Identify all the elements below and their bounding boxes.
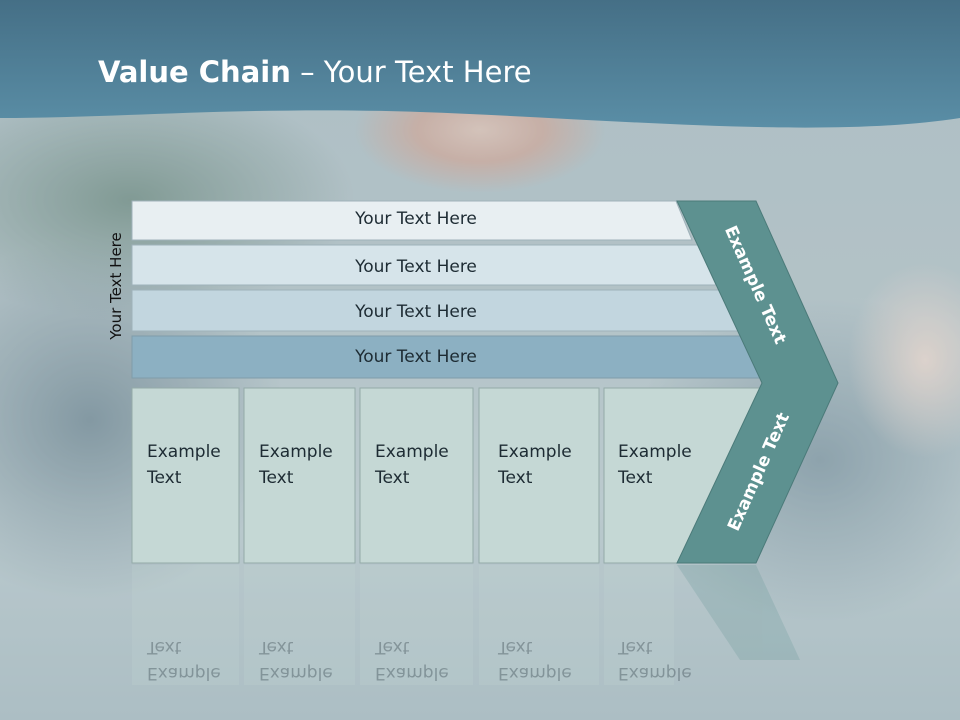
row-bar-1 bbox=[131, 200, 693, 241]
cell-label-3: Example Text bbox=[375, 442, 449, 488]
cell-label-5: Example Text bbox=[618, 442, 692, 488]
row-label-1: Your Text Here bbox=[355, 209, 477, 229]
reflection-group bbox=[132, 565, 800, 685]
header-band bbox=[0, 0, 960, 128]
chevron-arrow bbox=[676, 200, 839, 564]
title-bold: Value Chain bbox=[98, 55, 291, 89]
cell-box-4 bbox=[478, 387, 600, 564]
row-label-4: Your Text Here bbox=[355, 347, 477, 367]
slide-title: Value Chain – Your Text Here bbox=[98, 55, 532, 89]
cell-box-1 bbox=[131, 387, 240, 564]
side-label: Your Text Here bbox=[107, 232, 125, 340]
cell-box-2 bbox=[243, 387, 356, 564]
cell-label-1: Example Text bbox=[147, 442, 221, 488]
row-label-2: Your Text Here bbox=[355, 257, 477, 277]
row-label-3: Your Text Here bbox=[355, 302, 477, 322]
cell-box-3 bbox=[359, 387, 474, 564]
cell-label-4: Example Text bbox=[498, 442, 572, 488]
title-rest: – Your Text Here bbox=[290, 55, 532, 89]
cell-label-2: Example Text bbox=[259, 442, 333, 488]
